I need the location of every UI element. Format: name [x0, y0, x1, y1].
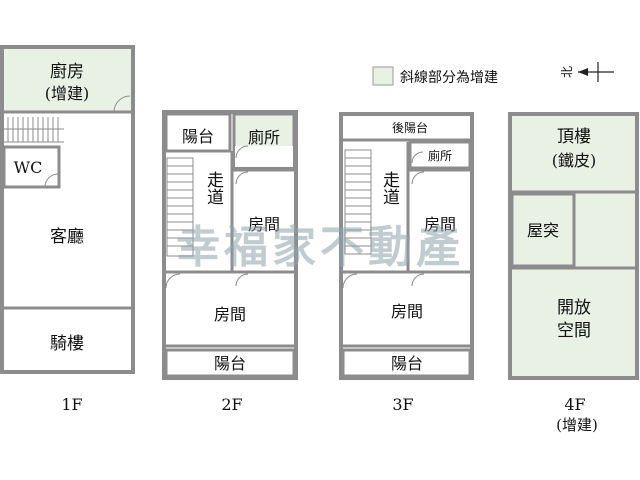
legend-text: 斜線部分為增建: [400, 70, 498, 86]
room-2f-corridor: 走道: [203, 171, 224, 205]
toilet-3f: [408, 140, 472, 170]
room-3f-toilet: 廁所: [428, 148, 452, 163]
room-4f-chimney: 屋突: [527, 221, 559, 240]
floor-4f-label: 4F: [564, 395, 585, 414]
room-kitchen-note: (增建): [45, 84, 90, 103]
room-2f-balcony-bottom: 陽台: [214, 354, 246, 373]
north-arrow-icon: [578, 62, 614, 82]
room-3f-corridor: 走道: [379, 171, 400, 205]
room-kitchen-label: 廚房: [50, 61, 84, 82]
floor-1f: 廚房 (增建) WC 客廳 騎樓 1F: [0, 45, 135, 414]
room-3f-back-balcony: 後陽台: [392, 120, 428, 135]
room-arcade-label: 騎樓: [50, 334, 84, 354]
room-wc-label: WC: [14, 158, 43, 177]
balcony-2f-top: [164, 112, 232, 153]
compass-label: 北: [560, 66, 574, 78]
wc-room: [2, 145, 61, 189]
room-3f-room-a: 房間: [424, 215, 456, 234]
floor-4f-sublabel: (增建): [556, 416, 598, 434]
kitchen-area: [4, 49, 131, 111]
floor-3f-label: 3F: [392, 395, 413, 414]
floor-2f: 陽台 廁所 走道 房間 房間 陽台 2F: [162, 110, 298, 414]
floor-2f-label: 2F: [221, 395, 242, 414]
legend-swatch: [372, 66, 394, 86]
chimney-room: [510, 192, 576, 268]
room-3f-balcony-bottom: 陽台: [391, 354, 423, 373]
floor-4f: 頂樓 (鐵皮) 屋突 開放 空間 4F (增建): [508, 112, 639, 434]
room-4f-open-space: 開放: [557, 298, 591, 318]
room-2f-balcony-top: 陽台: [182, 127, 214, 146]
room-2f-toilet: 廁所: [248, 128, 280, 147]
room-4f-open-space-2: 空間: [557, 321, 591, 341]
watermark: 幸福家不動產: [176, 222, 464, 273]
room-living-label: 客廳: [50, 227, 84, 247]
room-4f-roof-house: 頂樓: [557, 127, 591, 147]
stairs-icon: [4, 117, 64, 143]
stairs-icon: [166, 157, 194, 257]
floor-3f: 後陽台 廁所 走道 房間 房間 陽台 3F: [339, 112, 474, 414]
stairs-icon: [344, 149, 372, 255]
room-3f-room-b: 房間: [391, 302, 423, 321]
room-2f-room-b: 房間: [214, 305, 246, 324]
room-4f-roof-material: (鐵皮): [552, 151, 597, 170]
floor-1f-label: 1F: [61, 395, 82, 414]
room-2f-room-a: 房間: [248, 215, 280, 234]
